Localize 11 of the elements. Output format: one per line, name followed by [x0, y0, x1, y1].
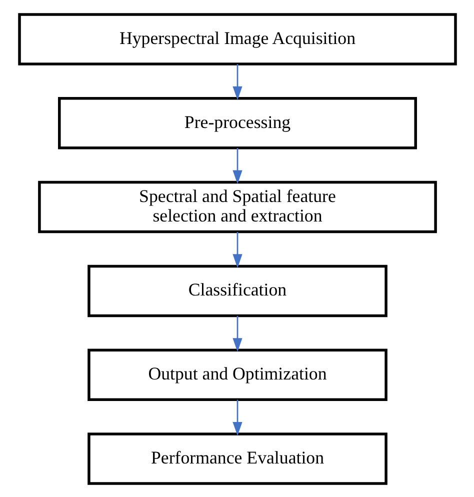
node-box: Performance Evaluation — [87, 432, 387, 484]
node-box: Spectral and Spatial feature selection and extraction — [38, 180, 436, 233]
arrow — [232, 399, 242, 436]
node-box: Classification — [87, 264, 387, 317]
arrow — [232, 231, 242, 268]
arrow — [232, 64, 242, 100]
node-box: Hyperspectral Image Acquisition — [18, 12, 456, 65]
arrow — [232, 148, 242, 184]
arrow — [232, 315, 242, 352]
node-box: Output and Optimization — [87, 348, 387, 400]
node-box: Pre-processing — [58, 96, 416, 149]
